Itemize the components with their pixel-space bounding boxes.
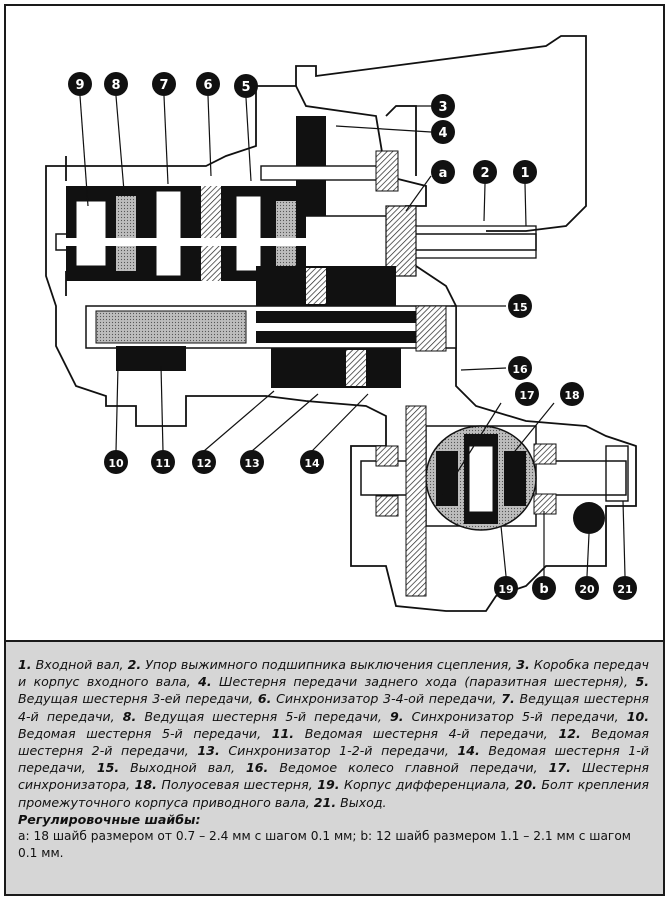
legend-item-21: 21. Выход.	[313, 794, 387, 810]
callout-label: 2	[480, 166, 489, 181]
legend-item-15: 15. Выходной вал,	[96, 760, 246, 776]
legend-item-2: 2. Упор выжимного подшипника выключения …	[127, 657, 517, 672]
legend-item-20: 20. Болт крепления промежуточного корпус…	[18, 777, 649, 810]
washers-title: Регулировочные шайбы:	[18, 811, 201, 827]
callout-16: 16	[508, 356, 532, 380]
legend-item-19: 19. Корпус дифференциала,	[317, 777, 515, 793]
legend-item-11: 11. Ведомая шестерня 4-й передачи,	[271, 725, 559, 741]
callout-20: 20	[575, 576, 599, 600]
callout-label: 18	[564, 389, 579, 402]
callout-4: 4	[431, 120, 455, 144]
legend-item-9: 9. Синхронизатор 5-й передачи,	[390, 708, 627, 724]
callout-7: 7	[152, 72, 176, 96]
callout-5: 5	[234, 74, 258, 98]
caption-panel: 1. Входной вал, 2. Упор выжимного подшип…	[6, 640, 663, 894]
callout-label: 13	[244, 457, 259, 470]
callout-label: 6	[203, 78, 212, 93]
callout-label: 7	[159, 78, 168, 93]
legend-item-13: 13. Синхронизатор 1-2-й передачи,	[197, 743, 458, 759]
output-shaft	[85, 266, 457, 388]
callout-label: 5	[241, 80, 250, 95]
legend-item-17: 17. Шестерня синхронизатора,	[18, 760, 650, 793]
callout-19: 19	[494, 576, 518, 600]
callout-13: 13	[240, 450, 264, 474]
callout-label: 12	[196, 457, 211, 470]
callout-18: 18	[560, 382, 584, 406]
callout-label: 19	[498, 583, 513, 596]
legend-item-6: 6. Синхронизатор 3-4-ой передачи,	[257, 691, 502, 707]
figure-frame: 9 8 7 6 5 3 4 a 2 1 15 16 17 18 10 11 12…	[4, 4, 665, 896]
callout-label: 4	[438, 126, 447, 141]
callout-21: 21	[613, 576, 637, 600]
legend-item-16: 16. Ведомое колесо главной передачи,	[245, 760, 549, 776]
callout-11: 11	[151, 450, 175, 474]
legend-item-8: 8. Ведущая шестерня 5-й передачи,	[122, 708, 391, 724]
legend-item-12: 12. Ведомая шестерня 2-й передачи,	[18, 725, 649, 759]
callout-label: b	[539, 582, 548, 597]
legend-item-3: 3. Коробка передач и корпус входного вал…	[18, 657, 649, 690]
callout-label: 10	[108, 457, 124, 470]
callout-a: a	[431, 160, 455, 184]
callout-15: 15	[508, 294, 532, 318]
callout-6: 6	[196, 72, 220, 96]
gearbox-cross-section: 9 8 7 6 5 3 4 a 2 1 15 16 17 18 10 11 12…	[6, 6, 663, 636]
legend-item-1: 1. Входной вал,	[18, 657, 128, 672]
callout-label: 15	[512, 301, 527, 314]
callout-3: 3	[431, 94, 455, 118]
gearbox-drawing: 9 8 7 6 5 3 4 a 2 1 15 16 17 18 10 11 12…	[45, 35, 637, 612]
callout-label: 14	[304, 457, 320, 470]
callout-label: 8	[111, 78, 120, 93]
callout-12: 12	[192, 450, 216, 474]
callout-b: b	[532, 576, 556, 600]
differential-assembly	[360, 405, 629, 597]
callout-10: 10	[104, 450, 128, 474]
leader-lines	[79, 95, 626, 577]
callout-label: 9	[75, 78, 84, 93]
callout-label: 16	[512, 363, 528, 376]
callout-17: 17	[515, 382, 539, 406]
reverse-idler-gear	[260, 116, 399, 216]
callout-markers: 9 8 7 6 5 3 4 a 2 1 15 16 17 18 10 11 12…	[68, 72, 637, 600]
legend-item-4: 4. Шестерня передачи заднего хода (параз…	[198, 674, 636, 690]
legend-item-10: 10. Ведомая шестерня 5-й передачи,	[18, 708, 649, 741]
callout-label: 11	[155, 457, 170, 470]
callout-2: 2	[473, 160, 497, 184]
input-gear-cluster	[66, 186, 306, 281]
legend-item-18: 18. Полуосевая шестерня,	[134, 777, 318, 793]
callout-label: 21	[617, 583, 632, 596]
callout-9: 9	[68, 72, 92, 96]
legend-text: 1. Входной вал, 2. Упор выжимного подшип…	[18, 656, 649, 811]
callout-1: 1	[513, 160, 537, 184]
callout-14: 14	[300, 450, 324, 474]
legend-item-14: 14. Ведомая шестерня 1-й передачи,	[18, 743, 649, 776]
callout-label: a	[439, 166, 448, 181]
callout-label: 17	[519, 389, 534, 402]
callout-8: 8	[104, 72, 128, 96]
callout-label: 1	[520, 166, 529, 181]
legend-item-7: 7. Ведущая шестерня 4-й передачи,	[18, 691, 650, 724]
callout-label: 20	[579, 583, 595, 596]
washers-text: a: 18 шайб размером от 0.7 – 2.4 мм с ша…	[18, 829, 631, 861]
legend-item-5: 5. Ведущая шестерня 3-ей передачи,	[18, 674, 649, 707]
callout-label: 3	[438, 100, 447, 115]
